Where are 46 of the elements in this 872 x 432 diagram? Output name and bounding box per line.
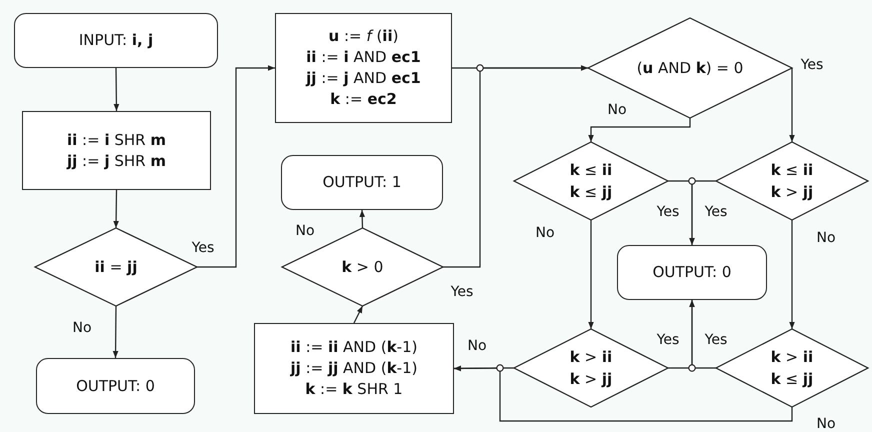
terminal-box <box>36 358 195 414</box>
terminal-label: INPUT: i, j <box>78 30 154 51</box>
arrow <box>113 190 119 228</box>
arrow <box>789 68 795 142</box>
terminal-box <box>617 245 767 300</box>
condition-text: k ≤ ii <box>770 160 814 181</box>
condition-text: k > jj <box>770 182 814 203</box>
arrow <box>114 68 120 111</box>
arrow <box>689 180 716 245</box>
arrow <box>443 65 588 268</box>
terminal-box <box>14 13 218 68</box>
arrow <box>689 300 716 369</box>
condition-text: k ≤ jj <box>570 182 612 203</box>
arrow <box>112 306 118 358</box>
condition-text: ii = jj <box>94 257 138 278</box>
terminal-label: OUTPUT: 0 <box>76 376 155 396</box>
condition-text: (u AND k) = 0 <box>636 58 744 79</box>
assignment-text: jj := j SHR m <box>66 150 166 172</box>
condition-text: k > ii <box>570 347 612 368</box>
assignment-text: ii := i SHR m <box>66 130 166 150</box>
arrow <box>359 210 365 228</box>
arrow <box>353 306 364 324</box>
assignment-text: u := f (ii) <box>328 26 398 47</box>
process-box <box>275 13 452 123</box>
arrow <box>588 118 691 142</box>
assignment-text: ii := ii AND (k-1) <box>290 337 418 358</box>
condition-text: k > ii <box>770 347 814 368</box>
assignment-text: jj := jj AND (k-1) <box>290 358 418 379</box>
condition-text: k > 0 <box>342 257 384 278</box>
process-box <box>22 111 211 190</box>
arrow <box>197 65 275 268</box>
condition-text: k ≤ ii <box>570 160 612 181</box>
arrow <box>789 220 795 329</box>
assignment-text: jj := j AND ec1 <box>306 68 421 89</box>
condition-text: k ≤ jj <box>770 369 814 390</box>
assignment-text: ii := i AND ec1 <box>306 47 421 68</box>
terminal-label: OUTPUT: 0 <box>652 262 732 283</box>
arrow <box>454 366 793 422</box>
terminal-box <box>281 155 443 210</box>
condition-text: k > jj <box>570 369 612 390</box>
decision-diamond <box>588 18 792 118</box>
process-box <box>254 323 454 414</box>
terminal-label: OUTPUT: 1 <box>322 172 402 193</box>
assignment-text: k := ec2 <box>330 89 397 110</box>
assignment-text: k := k SHR 1 <box>305 379 403 400</box>
arrow <box>588 220 594 329</box>
